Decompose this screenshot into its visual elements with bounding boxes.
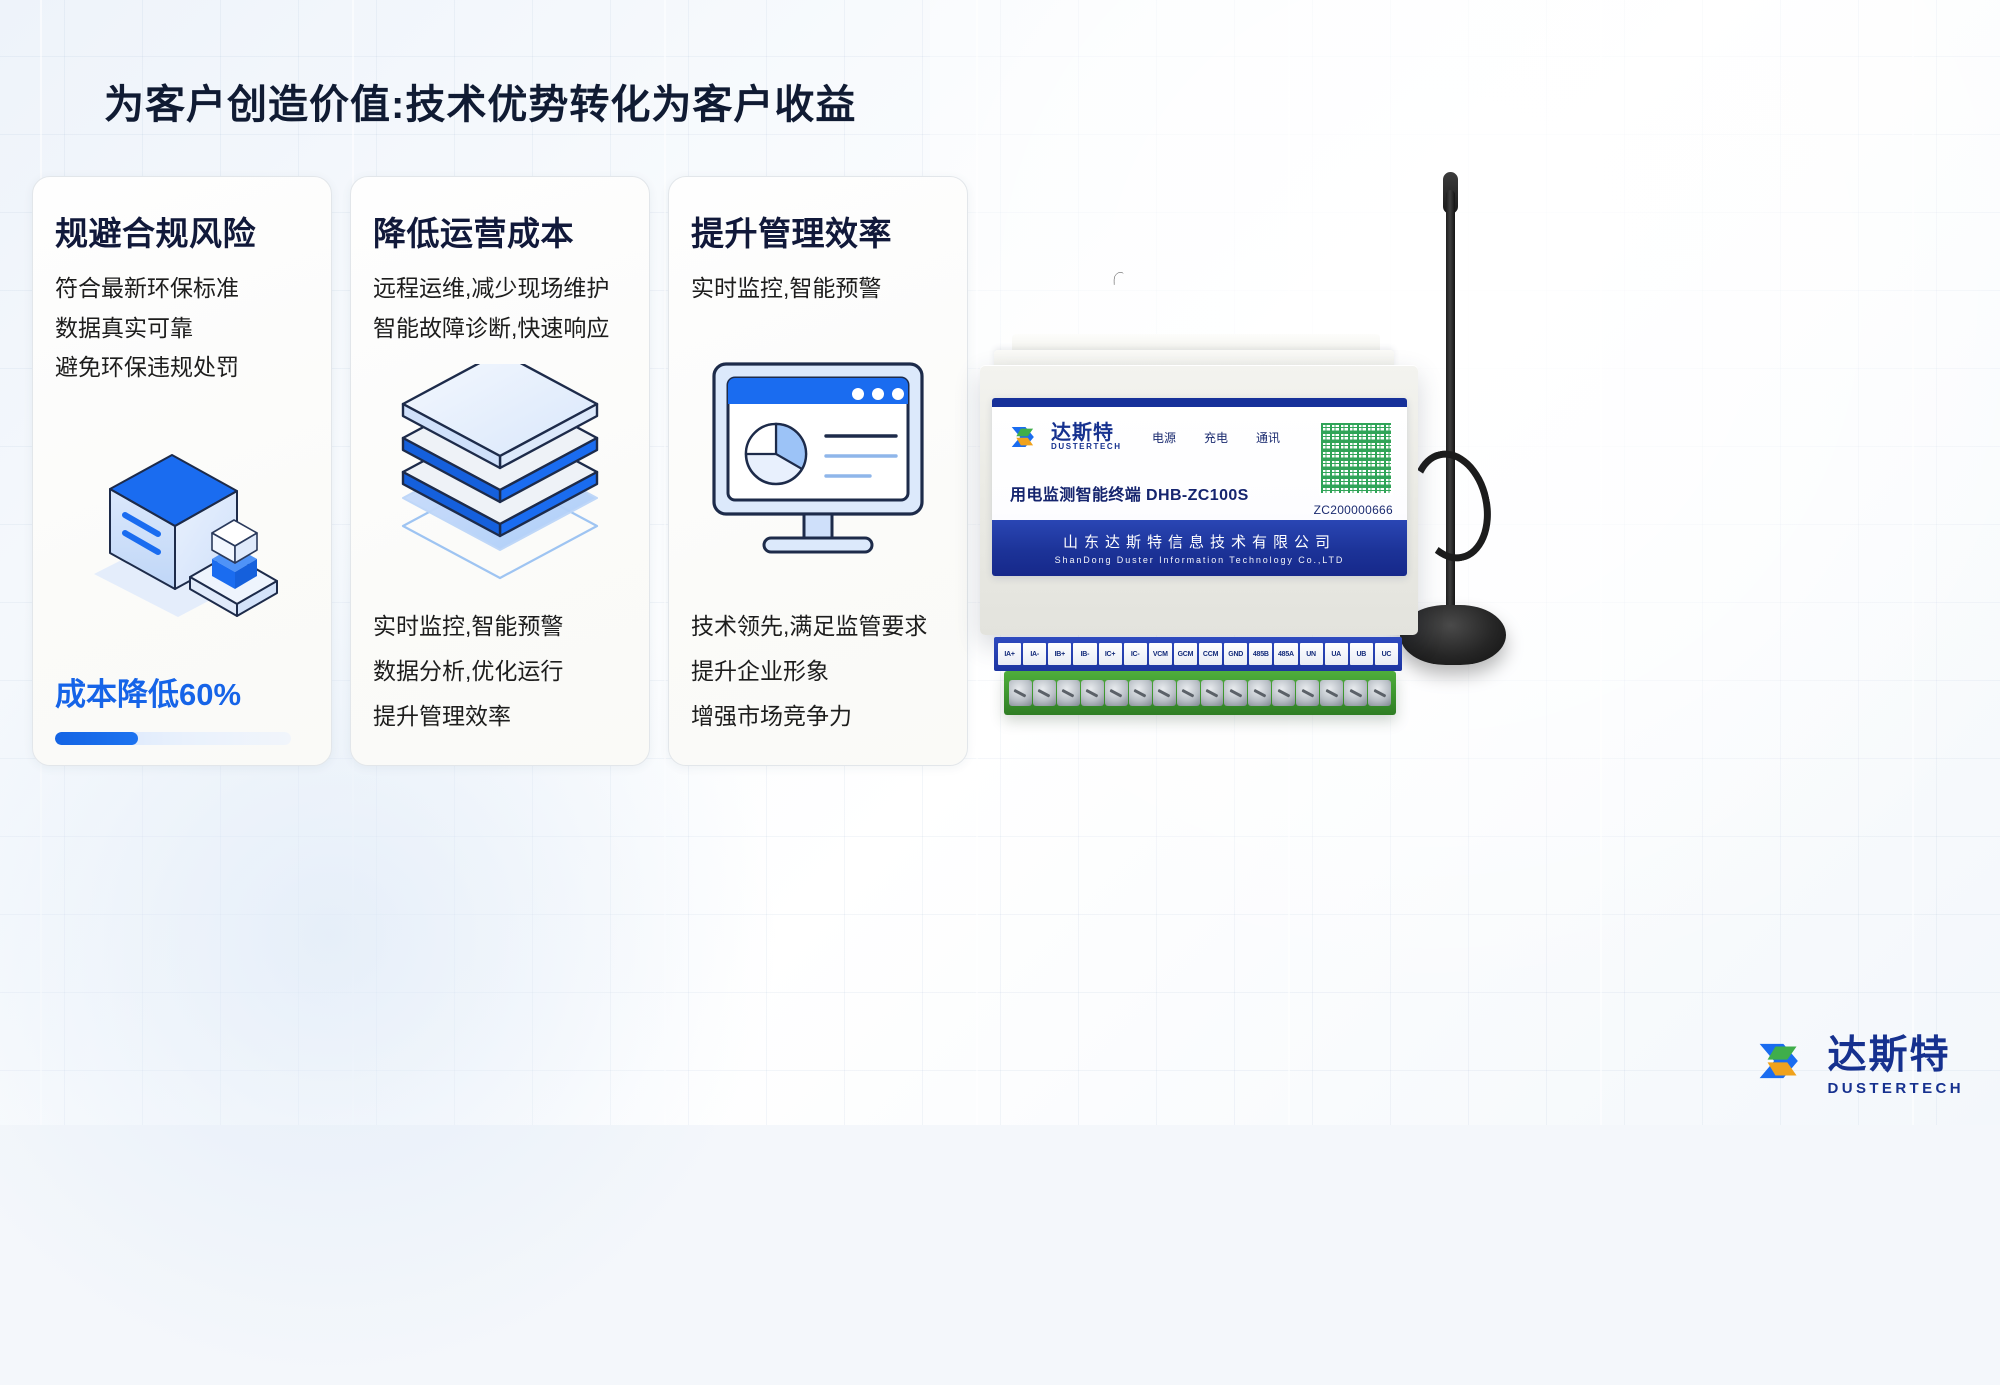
device-brand-en: DUSTERTECH: [1051, 442, 1122, 451]
device-green-terminal-block: [1004, 671, 1396, 715]
device-qr-code: [1319, 421, 1393, 495]
card-bullet: 数据分析,优化运行: [373, 658, 564, 685]
card-bullet: 智能故障诊断,快速响应: [373, 314, 610, 341]
footer-logo-en: DUSTERTECH: [1827, 1080, 1964, 1097]
terminal-pin: GND: [1224, 643, 1248, 665]
card-bullet-list-bottom: 实时监控,智能预警 数据分析,优化运行 提升管理效率: [373, 604, 627, 739]
antenna-rod: [1446, 190, 1455, 620]
device-company-banner: 山东达斯特信息技术有限公司 ShanDong Duster Informatio…: [992, 520, 1407, 576]
device-brand-cn: 达斯特: [1051, 422, 1114, 444]
progress-bar: [55, 732, 291, 745]
terminal-screw: [1152, 680, 1176, 706]
antenna-cable: [1113, 272, 1124, 285]
device-front-label: 达斯特 DUSTERTECH 电源 充电 通讯 用电监测智能终端 DHB-ZC1…: [992, 398, 1407, 576]
terminal-screw: [1176, 680, 1200, 706]
dustertech-logo-icon: [1760, 1043, 1799, 1078]
terminal-screw: [1056, 680, 1080, 706]
terminal-pin: UB: [1349, 643, 1373, 665]
card-bullet: 技术领先,满足监管要求: [691, 613, 928, 640]
device-company-en: ShanDong Duster Information Technology C…: [1054, 555, 1345, 565]
card-bullet: 实时监控,智能预警: [373, 613, 564, 640]
benefit-card-cost[interactable]: 降低运营成本 远程运维,减少现场维护 智能故障诊断,快速响应: [350, 176, 650, 766]
terminal-screw: [1248, 680, 1272, 706]
card-bullet-list: 实时监控,智能预警: [691, 269, 945, 309]
terminal-pin: IA-: [1023, 643, 1047, 665]
device-brand: 达斯特 DUSTERTECH: [1010, 423, 1122, 451]
dustertech-logo-icon: [1011, 427, 1034, 447]
terminal-pin: UC: [1374, 643, 1398, 665]
benefit-card-efficiency[interactable]: 提升管理效率 实时监控,智能预警: [668, 176, 968, 766]
benefit-card-compliance[interactable]: 规避合规风险 符合最新环保标准 数据真实可靠 避免环保违规处罚: [32, 176, 332, 766]
card-bullet: 实时监控,智能预警: [691, 275, 882, 301]
terminal-pin: 485B: [1249, 643, 1273, 665]
card-title: 规避合规风险: [55, 215, 256, 252]
terminal-pin: 485A: [1274, 643, 1298, 665]
terminal-pin: IB+: [1048, 643, 1072, 665]
led-label-comm: 通讯: [1256, 431, 1281, 445]
terminal-screw: [1344, 680, 1368, 706]
terminal-screw: [1104, 680, 1128, 706]
card-bullet: 避免环保违规处罚: [55, 354, 239, 381]
terminal-screw: [1080, 680, 1104, 706]
terminal-pin: UN: [1299, 643, 1323, 665]
terminal-screw: [1009, 680, 1032, 706]
terminal-pin: IC-: [1123, 643, 1147, 665]
footer-logo-cn: 达斯特: [1827, 1034, 1951, 1077]
footer-logo: 达斯特 DUSTERTECH: [1757, 1024, 1964, 1097]
device-led-labels: 电源 充电 通讯: [1152, 429, 1280, 446]
terminal-pin: VCM: [1148, 643, 1172, 665]
card-bullet-list-bottom: 技术领先,满足监管要求 提升企业形象 增强市场竞争力: [691, 604, 945, 739]
card-bullet: 符合最新环保标准: [55, 275, 239, 301]
device-company-cn: 山东达斯特信息技术有限公司: [1062, 534, 1336, 551]
card-title: 提升管理效率: [691, 215, 892, 252]
card-bullet-list: 远程运维,减少现场维护 智能故障诊断,快速响应: [373, 269, 627, 348]
led-label-power: 电源: [1152, 431, 1177, 445]
led-label-charge: 充电: [1204, 431, 1229, 445]
terminal-pin: IC+: [1098, 643, 1122, 665]
card-bullet: 提升企业形象: [691, 658, 829, 685]
terminal-pin: UA: [1324, 643, 1348, 665]
card-bullet-list: 符合最新环保标准 数据真实可靠 避免环保违规处罚: [55, 269, 309, 388]
benefit-cards: 规避合规风险 符合最新环保标准 数据真实可靠 避免环保违规处罚: [32, 176, 968, 766]
server-cube-isometric-icon: [55, 394, 309, 663]
terminal-screw: [1128, 680, 1152, 706]
monitor-dashboard-icon: [691, 315, 945, 605]
card-bullet: 增强市场竞争力: [691, 703, 852, 730]
stacked-layers-isometric-icon: [373, 354, 627, 604]
terminal-screw: [1272, 680, 1296, 706]
terminal-screw: [1032, 680, 1056, 706]
terminal-screw: [1224, 680, 1248, 706]
card-bullet: 提升管理效率: [373, 703, 511, 730]
card-title: 降低运营成本: [373, 215, 574, 252]
progress-bar-fill: [55, 732, 138, 745]
cost-reduction-metric: 成本降低60%: [55, 663, 309, 745]
terminal-pin: CCM: [1199, 643, 1223, 665]
device-serial-number: ZC200000666: [1313, 503, 1393, 517]
card-bullet: 远程运维,减少现场维护: [373, 275, 610, 301]
terminal-pin: GCM: [1173, 643, 1197, 665]
metric-label: 成本降低60%: [55, 677, 242, 712]
card-bullet: 数据真实可靠: [55, 314, 193, 341]
page-title: 为客户创造价值:技术优势转化为客户收益: [104, 83, 857, 127]
terminal-screw: [1296, 680, 1320, 706]
terminal-pin: IA+: [998, 643, 1022, 665]
terminal-screw: [1320, 680, 1344, 706]
product-photo: 达斯特 DUSTERTECH 电源 充电 通讯 用电监测智能终端 DHB-ZC1…: [960, 150, 1580, 750]
device-model-label: 用电监测智能终端 DHB-ZC100S: [1010, 487, 1249, 504]
terminal-screw: [1368, 680, 1391, 706]
terminal-screw: [1200, 680, 1224, 706]
terminal-pin: IB-: [1073, 643, 1097, 665]
